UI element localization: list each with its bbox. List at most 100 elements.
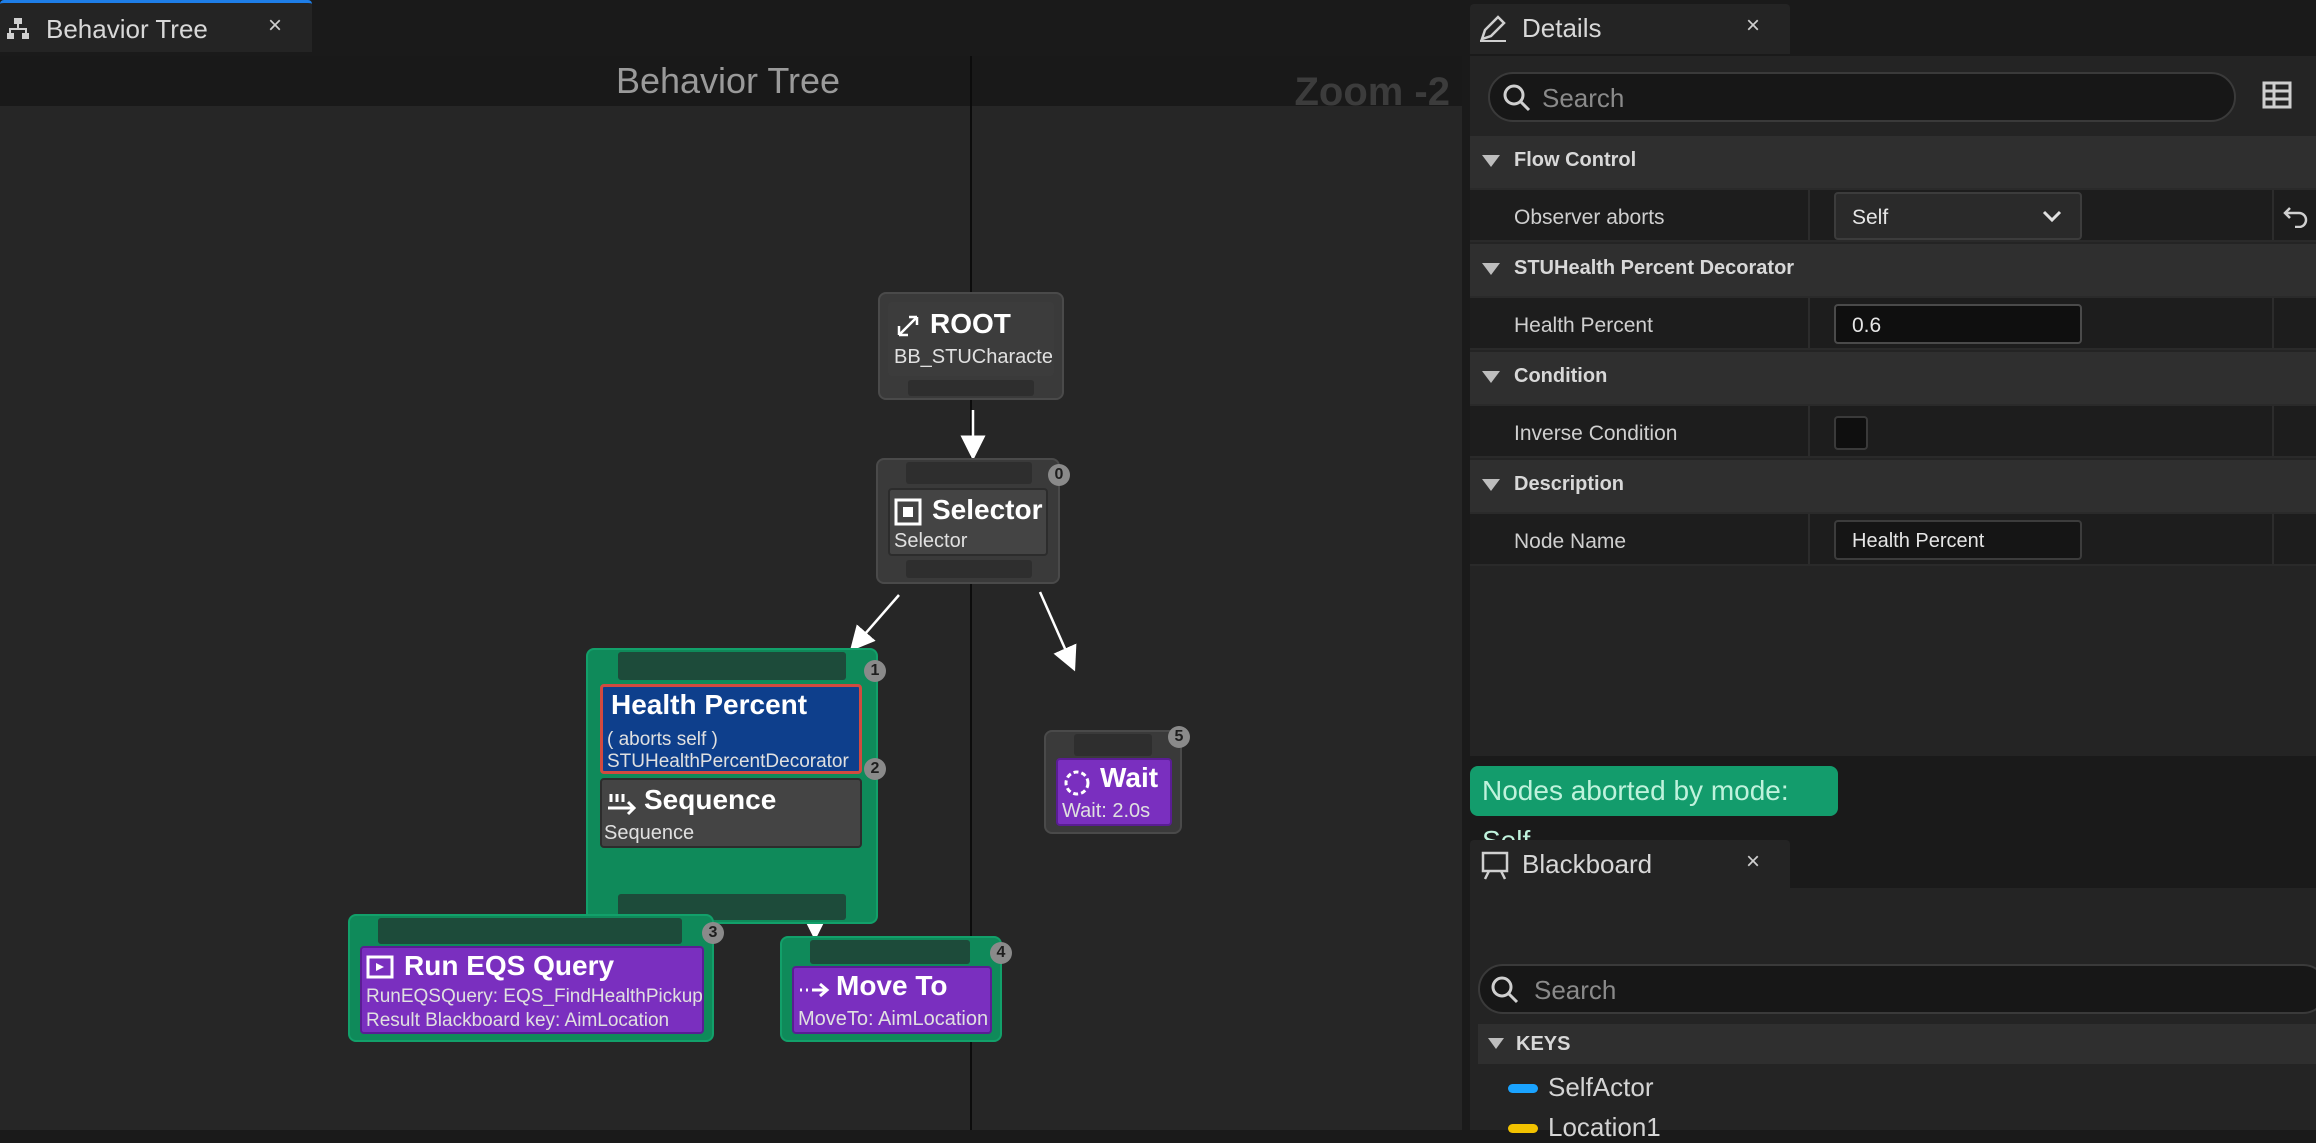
move-to-icon	[798, 980, 832, 1005]
node-name-input[interactable]: Health Percent	[1834, 520, 2082, 560]
input-value: 0.6	[1852, 314, 1882, 337]
execution-index-badge: 3	[702, 922, 724, 944]
blackboard-tab-label: Blackboard	[1522, 849, 1653, 879]
wait-node-frame: Wait Wait: 2.0s	[1044, 730, 1182, 834]
key-name: SelfActor	[1548, 1072, 1654, 1102]
input-pin[interactable]	[810, 940, 970, 964]
sequence-icon	[606, 790, 637, 821]
prop-inverse-condition: Inverse Condition	[1470, 404, 2316, 458]
blackboard-panel: Search KEYS SelfActor Location1	[1470, 888, 2316, 1142]
root-node-subtitle: BB_STUCharacter	[894, 346, 1054, 368]
decorator-class: STUHealthPercentDecorator	[607, 751, 849, 772]
health-percent-decorator[interactable]: Health Percent ( aborts self ) STUHealth…	[600, 684, 862, 774]
root-icon	[896, 312, 922, 343]
collapse-arrow-icon[interactable]	[1488, 1038, 1504, 1049]
key-type-color	[1508, 1084, 1538, 1093]
column-divider	[2272, 190, 2274, 240]
selector-node-subtitle: Selector	[894, 530, 968, 552]
key-type-color	[1508, 1124, 1538, 1133]
collapse-arrow-icon[interactable]	[1482, 263, 1500, 275]
input-pin[interactable]	[906, 462, 1032, 484]
decorator-abort-mode: ( aborts self )	[607, 729, 718, 750]
category-label: STUHealth Percent Decorator	[1514, 257, 1795, 279]
column-divider	[1808, 190, 1810, 240]
wait-node-subtitle: Wait: 2.0s	[1062, 800, 1151, 822]
wait-node-title: Wait	[1100, 762, 1159, 793]
selector-node-title: Selector	[932, 494, 1043, 525]
category-label: Condition	[1514, 365, 1608, 387]
dropdown-value: Self	[1852, 206, 1889, 229]
selector-node[interactable]: Selector Selector 0	[876, 458, 1070, 584]
behavior-tree-tab-label: Behavior Tree	[46, 14, 208, 44]
root-node[interactable]: ROOT BB_STUCharacter	[878, 292, 1064, 400]
execution-index-badge: 0	[1048, 464, 1070, 486]
reset-to-default-icon[interactable]	[2282, 204, 2310, 233]
search-placeholder: Search	[1534, 975, 1617, 1005]
key-name: Location1	[1548, 1112, 1661, 1142]
prop-label: Inverse Condition	[1514, 422, 1678, 445]
prop-label: Observer aborts	[1514, 206, 1665, 229]
collapse-arrow-icon[interactable]	[1482, 155, 1500, 167]
selector-node-body: Selector Selector	[888, 488, 1048, 556]
category-description[interactable]: Description	[1470, 460, 2316, 512]
execution-index-badge: 1	[864, 660, 886, 682]
column-divider	[2272, 406, 2274, 456]
collapse-arrow-icon[interactable]	[1482, 479, 1500, 491]
sequence-node-title: Sequence	[644, 784, 777, 815]
aborted-nodes-banner: Nodes aborted by mode: Self	[1470, 766, 1838, 856]
pencil-icon	[1478, 13, 1508, 48]
run-eqs-query-title: Run EQS Query	[404, 950, 615, 981]
observer-aborts-dropdown[interactable]: Self	[1834, 192, 2082, 240]
graph-center-line	[970, 56, 972, 1130]
wait-icon	[1062, 768, 1092, 803]
input-value: Health Percent	[1852, 530, 1985, 552]
blackboard-search-input[interactable]: Search	[1478, 964, 2316, 1014]
close-icon[interactable]: ×	[268, 12, 283, 39]
search-icon	[1490, 975, 1520, 1010]
collapse-arrow-icon[interactable]	[1482, 371, 1500, 383]
details-tab[interactable]: Details ×	[1470, 4, 1790, 54]
sequence-node-body: Sequence Sequence	[600, 778, 862, 848]
close-icon[interactable]: ×	[1746, 12, 1761, 39]
prop-node-name: Node Name Health Percent	[1470, 512, 2316, 566]
eqs-query-icon	[366, 954, 396, 987]
input-pin[interactable]	[618, 652, 846, 680]
chevron-down-icon	[2042, 208, 2062, 229]
behavior-tree-tab[interactable]: Behavior Tree ×	[0, 0, 312, 52]
execution-index-badge: 4	[990, 942, 1012, 964]
blackboard-tab[interactable]: Blackboard ×	[1470, 840, 1790, 888]
keys-header: KEYS	[1516, 1033, 1571, 1055]
execution-index-badge: 5	[1168, 726, 1190, 748]
graph-header	[0, 56, 1462, 106]
sequence-node[interactable]: Health Percent ( aborts self ) STUHealth…	[586, 648, 886, 924]
category-flow-control[interactable]: Flow Control	[1470, 136, 2316, 188]
health-percent-input[interactable]: 0.6	[1834, 304, 2082, 344]
wait-node-body: Wait Wait: 2.0s	[1056, 758, 1172, 826]
keys-category[interactable]: KEYS	[1478, 1024, 2316, 1064]
input-pin[interactable]	[378, 918, 682, 944]
output-pin[interactable]	[908, 380, 1034, 396]
column-divider	[1808, 298, 1810, 348]
execution-index-badge: 2	[864, 758, 886, 780]
table-view-icon[interactable]	[2262, 80, 2292, 115]
move-to-title: Move To	[836, 970, 948, 1001]
category-condition[interactable]: Condition	[1470, 352, 2316, 404]
root-node-body: ROOT BB_STUCharacter	[888, 302, 1054, 376]
output-pin[interactable]	[906, 560, 1032, 578]
decorator-title: Health Percent	[611, 689, 808, 720]
wait-node[interactable]: Wait Wait: 2.0s 5	[1044, 674, 1190, 834]
run-eqs-query-node[interactable]: Run EQS Query RunEQSQuery: EQS_FindHealt…	[348, 914, 724, 1042]
blackboard-icon	[1480, 850, 1510, 885]
run-eqs-query-detail: RunEQSQuery: EQS_FindHealthPickup	[366, 986, 703, 1007]
prop-label: Node Name	[1514, 530, 1627, 553]
move-to-subtitle: MoveTo: AimLocation	[798, 1008, 989, 1030]
move-to-body: Move To MoveTo: AimLocation	[792, 966, 992, 1034]
behavior-tree-graph[interactable]: Behavior Tree Zoom -2 ROOT BB_STUCharact…	[0, 56, 1462, 1130]
category-label: Flow Control	[1514, 149, 1637, 171]
inverse-condition-checkbox[interactable]	[1834, 416, 1868, 450]
close-icon[interactable]: ×	[1746, 848, 1761, 875]
category-decorator[interactable]: STUHealth Percent Decorator	[1470, 244, 2316, 296]
move-to-node[interactable]: Move To MoveTo: AimLocation 4	[780, 936, 1012, 1042]
details-search-input[interactable]: Search	[1488, 72, 2236, 122]
input-pin[interactable]	[1074, 734, 1152, 756]
